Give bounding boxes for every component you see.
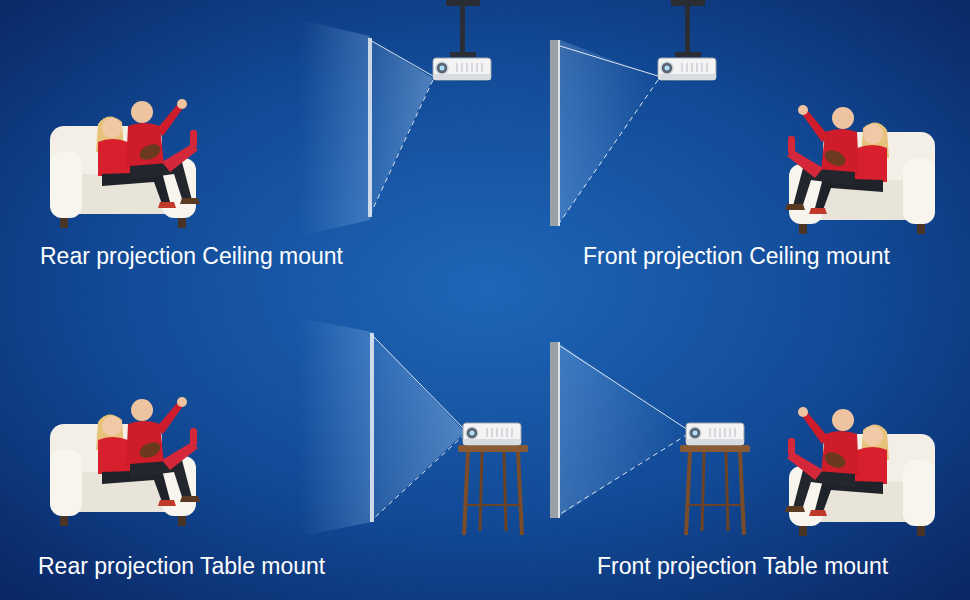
- panel-rear-ceiling: [50, 0, 491, 236]
- caption: Rear projection Ceiling mount: [40, 243, 343, 271]
- panel-rear-ceiling-part: [370, 80, 433, 215]
- panel-front-table-part: [558, 342, 560, 518]
- caption-slot: Rear projection Ceiling mount: [40, 243, 343, 271]
- caption-slot: Front projection Table mount: [597, 553, 888, 581]
- panel-rear-table-part: [300, 318, 372, 536]
- panel-front-table-part: [550, 342, 560, 518]
- panel-front-ceiling-part: [658, 58, 716, 80]
- panel-rear-table-part: [372, 434, 465, 520]
- panel-front-table-part: [785, 407, 935, 536]
- panel-front-ceiling-part: [550, 40, 560, 226]
- caption-slot: Front projection Ceiling mount: [583, 243, 890, 271]
- panel-rear-table-part: [458, 445, 528, 535]
- panel-rear-table: [50, 318, 528, 536]
- panel-front-table-part: [560, 346, 688, 430]
- panel-front-table-part: [680, 445, 750, 535]
- panel-rear-ceiling-part: [368, 38, 372, 217]
- caption: Front projection Table mount: [597, 553, 888, 581]
- panel-rear-table-part: [50, 397, 200, 526]
- panel-rear-ceiling-part: [370, 40, 433, 215]
- panel-rear-ceiling-part: [433, 58, 491, 80]
- panel-front-ceiling-part: [560, 80, 658, 222]
- panel-front-ceiling: [550, 0, 935, 234]
- panel-rear-table-part: [372, 335, 465, 430]
- panel-front-ceiling-part: [671, 0, 705, 57]
- caption: Rear projection Table mount: [38, 553, 325, 581]
- panel-front-table-part: [686, 423, 744, 445]
- panel-rear-ceiling-part: [50, 99, 200, 228]
- panel-front-ceiling-part: [560, 40, 660, 222]
- panel-rear-table-part: [370, 333, 374, 522]
- panel-rear-ceiling-part: [446, 0, 480, 57]
- panel-rear-ceiling-part: [370, 40, 433, 76]
- caption: Front projection Ceiling mount: [583, 243, 890, 271]
- panel-front-ceiling-part: [560, 46, 658, 76]
- panel-front-table: [550, 342, 935, 536]
- panel-rear-ceiling-part: [300, 20, 370, 236]
- panel-front-table-part: [560, 434, 688, 514]
- panel-front-ceiling-part: [558, 40, 560, 226]
- panel-rear-table-part: [372, 335, 465, 520]
- panel-front-table-part: [560, 344, 688, 516]
- panel-front-ceiling-part: [785, 105, 935, 234]
- panel-rear-table-part: [463, 423, 521, 445]
- caption-slot: Rear projection Table mount: [38, 553, 325, 581]
